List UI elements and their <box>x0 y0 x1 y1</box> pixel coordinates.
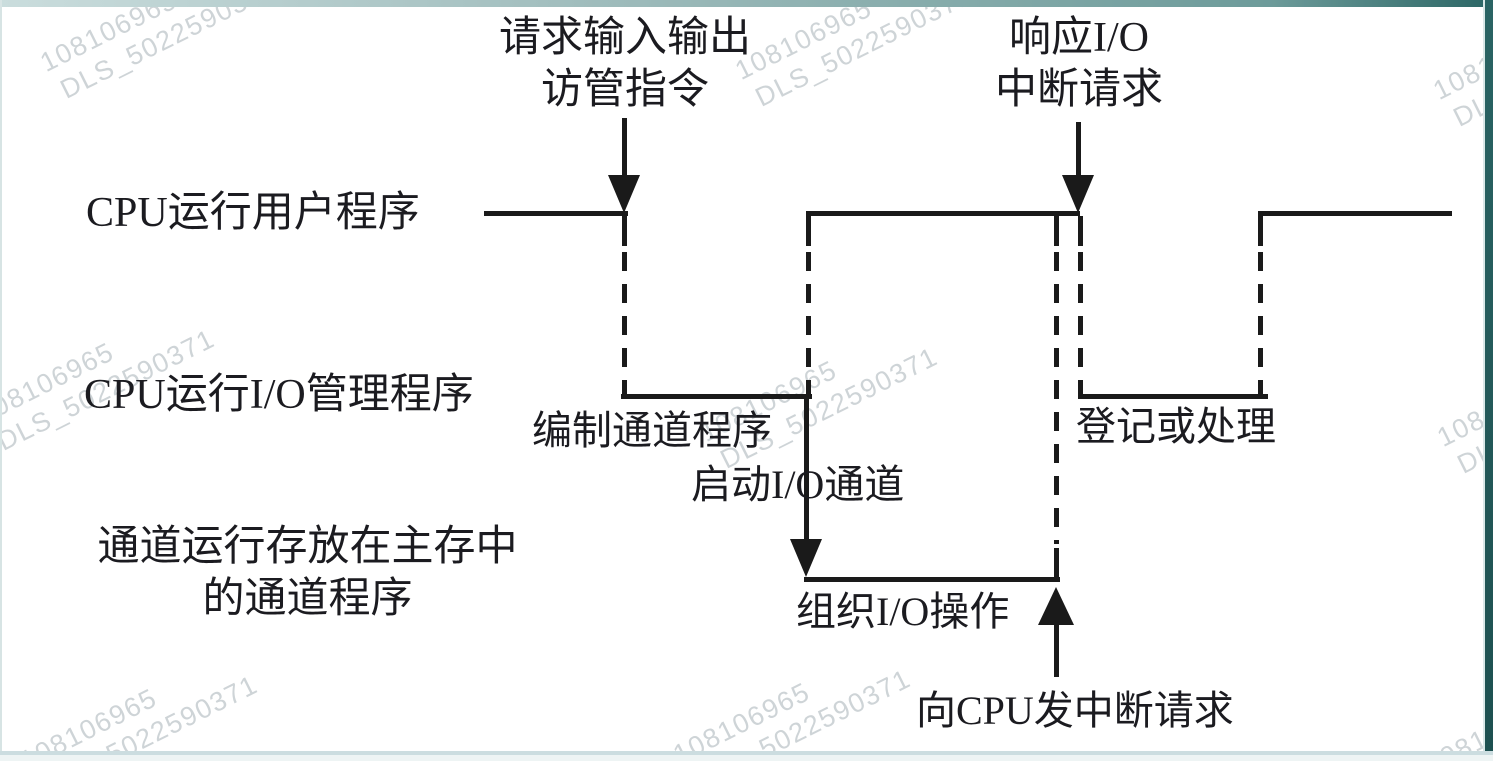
timeline-io-mgmt-segment-1 <box>621 394 812 399</box>
timeline-user-segment-1 <box>484 211 628 216</box>
dashed-transition-user-to-iomgmt-2 <box>1078 252 1083 394</box>
arrow-interrupt-to-cpu-head <box>1038 587 1074 625</box>
row-label-cpu-io-management: CPU运行I/O管理程序 <box>84 372 474 418</box>
arrow-interrupt-to-cpu-shaft <box>1054 620 1059 677</box>
frame-border-bottom-line <box>0 751 1493 755</box>
transition-stub <box>1258 216 1263 246</box>
transition-stub <box>1078 216 1083 246</box>
arrow-respond-interrupt-head <box>1062 175 1094 213</box>
label-register-or-process: 登记或处理 <box>1076 404 1276 449</box>
arrow-start-channel-shaft <box>804 399 809 541</box>
frame-border-bottom <box>0 755 1493 761</box>
dashed-transition-user-to-iomgmt <box>622 252 627 394</box>
row-label-channel-program: 通道运行存放在主存中 的通道程序 <box>97 524 518 622</box>
dashed-transition-channel-to-user <box>1054 252 1059 544</box>
arrow-request-io-shaft <box>622 118 627 178</box>
frame-border-right <box>1485 0 1493 761</box>
transition-stub <box>1054 216 1059 246</box>
timeline-channel-segment <box>804 577 1060 582</box>
dashed-transition-iomgmt-to-user-2 <box>1258 252 1263 394</box>
timeline-user-segment-2 <box>806 211 1080 216</box>
label-request-io-instruction: 请求输入输出 访管指令 <box>498 15 751 113</box>
frame-border-top <box>0 0 1493 7</box>
transition-stub <box>806 216 811 246</box>
frame-border-right-inner <box>1483 0 1485 761</box>
dashed-transition-iomgmt-to-user <box>806 252 811 394</box>
transition-stub <box>622 216 627 246</box>
label-compile-channel-program: 编制通道程序 <box>532 408 772 453</box>
timeline-user-segment-3 <box>1258 211 1452 216</box>
arrow-respond-interrupt-shaft <box>1076 122 1081 178</box>
label-organize-io-operation: 组织I/O操作 <box>796 589 1010 634</box>
label-start-io-channel: 启动I/O通道 <box>691 462 905 507</box>
arrow-request-io-head <box>608 175 640 213</box>
frame-border-left <box>0 0 2 761</box>
label-send-interrupt-to-cpu: 向CPU发中断请求 <box>916 688 1234 733</box>
row-label-cpu-user-program: CPU运行用户程序 <box>86 190 420 236</box>
label-respond-io-interrupt: 响应I/O 中断请求 <box>994 15 1163 113</box>
timeline-io-mgmt-segment-2 <box>1078 394 1268 399</box>
arrow-start-channel-head <box>790 539 822 577</box>
transition-stub <box>1054 548 1059 577</box>
